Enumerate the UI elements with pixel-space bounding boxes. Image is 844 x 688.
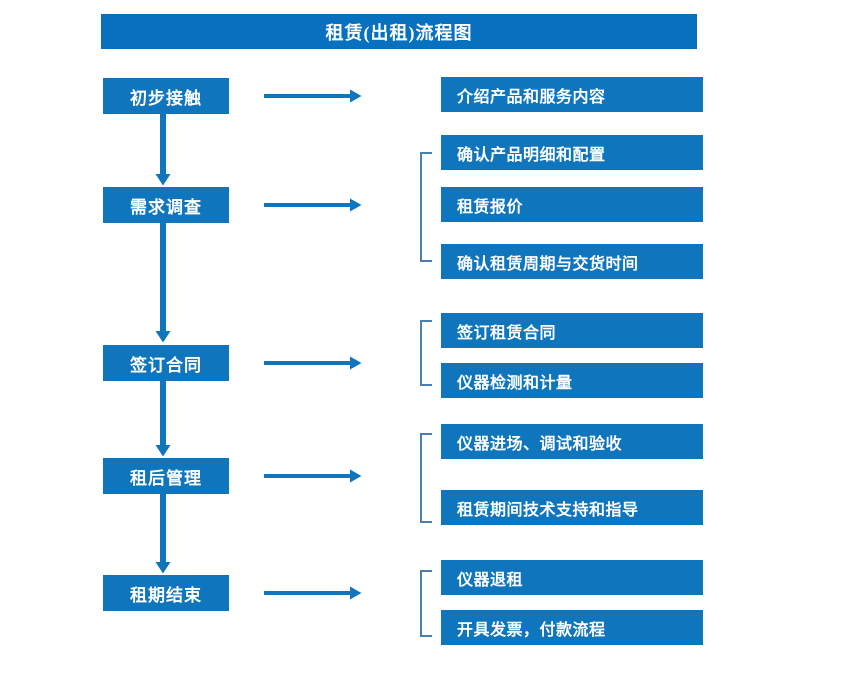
stage-box-5[interactable]: 租期结束 — [103, 575, 229, 611]
right-arrow-icon-5 — [264, 586, 362, 600]
detail-box-8[interactable]: 租赁期间技术支持和指导 — [441, 490, 703, 525]
detail-box-6[interactable]: 仪器检测和计量 — [441, 363, 703, 398]
right-arrow-icon-1 — [264, 89, 362, 103]
right-arrow-icon-2 — [264, 198, 362, 212]
stage-box-2[interactable]: 需求调查 — [103, 187, 229, 223]
detail-box-2[interactable]: 确认产品明细和配置 — [441, 135, 703, 170]
stage-box-1[interactable]: 初步接触 — [103, 78, 229, 114]
stage-box-4[interactable]: 租后管理 — [103, 458, 229, 494]
group-bracket-2 — [420, 320, 432, 386]
detail-box-3[interactable]: 租赁报价 — [441, 187, 703, 222]
page-title: 租赁(出租)流程图 — [101, 14, 697, 49]
detail-box-10[interactable]: 开具发票，付款流程 — [441, 610, 703, 645]
right-arrow-icon-3 — [264, 356, 362, 370]
down-arrow-icon-4 — [155, 494, 171, 574]
detail-box-5[interactable]: 签订租赁合同 — [441, 313, 703, 348]
detail-box-1[interactable]: 介绍产品和服务内容 — [441, 77, 703, 112]
detail-box-7[interactable]: 仪器进场、调试和验收 — [441, 424, 703, 459]
stage-box-3[interactable]: 签订合同 — [103, 345, 229, 381]
detail-box-9[interactable]: 仪器退租 — [441, 560, 703, 595]
down-arrow-icon-1 — [155, 114, 171, 186]
right-arrow-icon-4 — [264, 469, 362, 483]
detail-box-4[interactable]: 确认租赁周期与交货时间 — [441, 244, 703, 279]
down-arrow-icon-3 — [155, 381, 171, 457]
group-bracket-1 — [420, 152, 432, 262]
group-bracket-4 — [420, 570, 432, 637]
down-arrow-icon-2 — [155, 223, 171, 343]
group-bracket-3 — [420, 433, 432, 523]
